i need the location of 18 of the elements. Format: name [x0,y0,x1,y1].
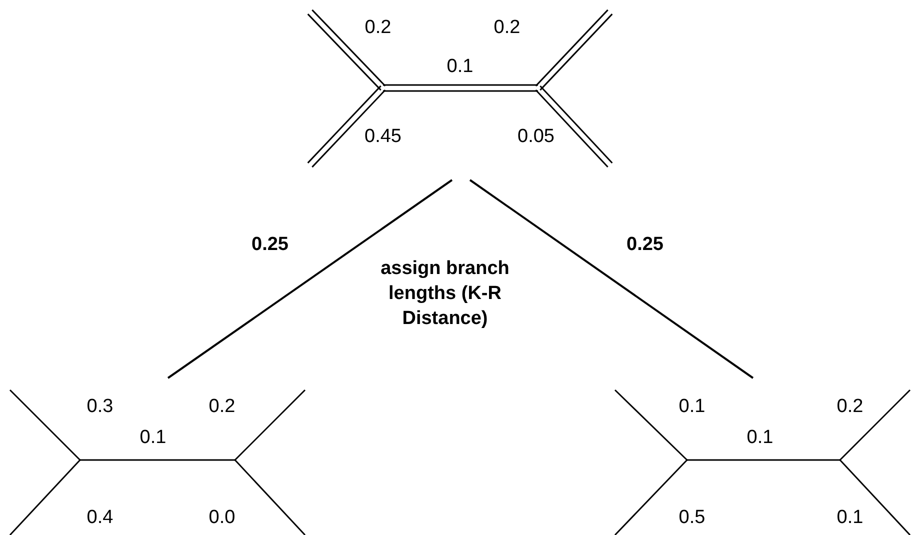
branch-length-label: 0.2 [494,17,520,39]
branch-length-label: 0.05 [518,126,554,148]
annotation-text: assign branch lengths (K-R Distance) [380,257,510,331]
branch-length-label: 0.4 [86,507,114,529]
branch-length-label: 0.5 [678,507,706,529]
branch-length-label: 0.1 [836,507,864,529]
branch-length-label: 0.1 [140,427,166,449]
branch-length-label: 0.1 [746,427,774,449]
branch-length-label: 0.45 [364,126,402,148]
branch-length-label: 0.1 [446,56,474,78]
connector-line [167,179,453,379]
connector-line [469,179,754,379]
branch-length-label: 0.2 [208,396,236,418]
branch-length-label: 0.1 [678,396,706,418]
branch-length-label: 0.2 [364,17,392,39]
branch-length-label: 0.3 [86,396,114,418]
branch-length-label: 0.0 [208,507,236,529]
branch-length-label: 0.2 [836,396,864,418]
